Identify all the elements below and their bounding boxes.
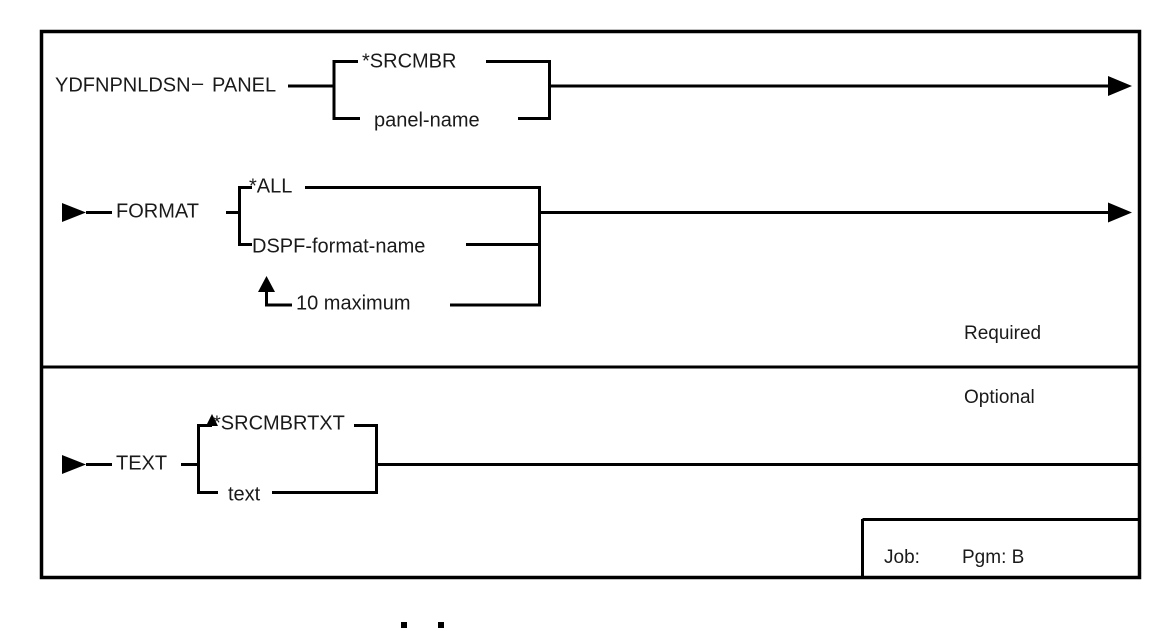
command-name-label: YDFNPNLDSN	[55, 74, 191, 96]
panel-choice-alt: panel-name	[374, 109, 480, 131]
keyword-text: TEXT	[116, 452, 167, 474]
format-choice-alt: DSPF-format-name	[252, 235, 425, 257]
separator-dash: –	[192, 72, 204, 94]
panel-choice-default: *SRCMBR	[362, 50, 456, 72]
row-text: TEXT *SRCMBRTXT text	[62, 412, 1139, 505]
text-choice-default: *SRCMBRTXT	[213, 412, 345, 434]
text-choice-alt: text	[228, 483, 261, 505]
keyword-panel: PANEL	[212, 74, 276, 96]
row-panel: YDFNPNLDSN – PANEL *SRCMBR panel-name	[55, 50, 1132, 131]
footer-job-label: Job:	[884, 547, 920, 568]
format-loop-up-arrow-icon	[258, 276, 275, 292]
text-left-arrow-icon	[62, 455, 86, 474]
side-label-required: Required	[964, 323, 1041, 344]
text-default-up-tick-icon	[206, 414, 218, 426]
diagram-outer-frame	[39, 29, 1142, 580]
format-repeat-label: 10 maximum	[296, 292, 410, 314]
format-choice-default: *ALL	[249, 175, 292, 197]
row-format: FORMAT *ALL DSPF-format-name	[62, 175, 1132, 314]
format-right-arrow-icon	[1108, 202, 1132, 223]
side-label-optional: Optional	[964, 387, 1035, 408]
footer-job-pgm-box: Job: Pgm: B	[861, 518, 1140, 577]
tick-dot-right	[438, 622, 444, 628]
footer-pgm-label: Pgm: B	[962, 547, 1024, 568]
format-left-arrow-icon	[62, 203, 86, 222]
panel-right-arrow-icon	[1108, 76, 1132, 96]
tick-dot-left	[401, 622, 407, 628]
keyword-format: FORMAT	[116, 200, 199, 222]
